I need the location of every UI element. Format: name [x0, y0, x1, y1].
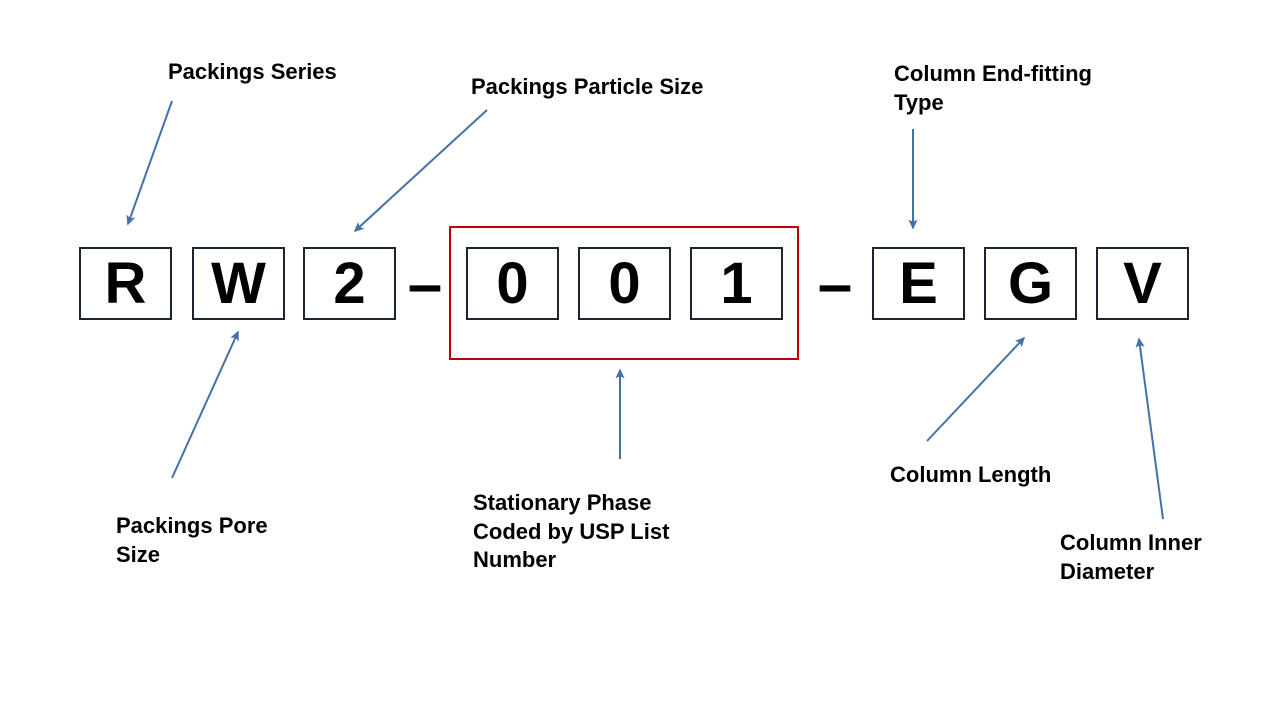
callout-arrow-packings-series — [126, 100, 173, 226]
code-char-box: V — [1096, 247, 1189, 320]
code-char-box: 1 — [690, 247, 783, 320]
callout-label-packings-particle-size: Packings Particle Size — [471, 74, 704, 99]
callout-arrow-column-length — [926, 336, 1026, 442]
code-char-box: G — [984, 247, 1077, 320]
callout-arrow-packings-pore-size — [171, 330, 239, 479]
code-char-box: W — [192, 247, 285, 320]
callout-arrow-packings-particle-size — [353, 109, 488, 233]
code-char-box: 0 — [466, 247, 559, 320]
code-char-box: E — [872, 247, 965, 320]
callout-label-column-end-fitting-type: Column End-fitting Type — [894, 61, 1092, 115]
code-char-box: 0 — [578, 247, 671, 320]
callout-label-packings-series: Packings Series — [168, 59, 337, 84]
callout-label-packings-pore-size: Packings Pore Size — [116, 513, 268, 567]
code-char-box: R — [79, 247, 172, 320]
usp-list-number-highlight-box — [449, 226, 799, 360]
code-separator-dash: – — [407, 250, 443, 319]
callout-label-stationary-phase-usp-list-number: Stationary Phase Coded by USP List Numbe… — [473, 490, 670, 573]
callout-arrow-column-inner-diameter — [1135, 337, 1164, 520]
code-char-box: 2 — [303, 247, 396, 320]
callout-label-column-inner-diameter: Column Inner Diameter — [1060, 530, 1202, 584]
callout-label-column-length: Column Length — [890, 462, 1052, 487]
code-separator-dash: – — [817, 250, 853, 319]
